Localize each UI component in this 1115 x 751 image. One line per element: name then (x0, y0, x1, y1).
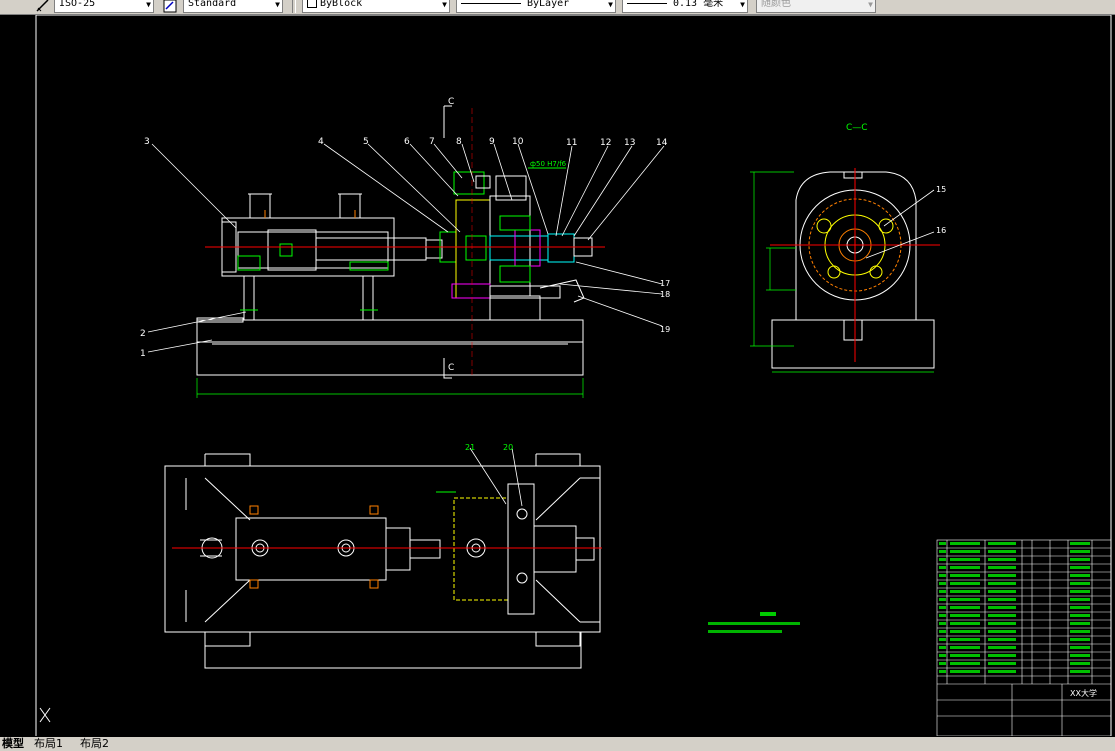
color-swatch-icon (307, 0, 317, 8)
technical-notes (708, 612, 800, 633)
balloon-2: 2 (140, 329, 146, 339)
section-slot (843, 319, 863, 341)
balloon-13: 13 (624, 138, 635, 148)
dimstyle-value: ISO-25 (59, 0, 96, 9)
dimstyle-select[interactable]: ISO-25 ▼ (54, 0, 154, 13)
top-shaft (533, 525, 577, 573)
balloon-12: 12 (600, 138, 611, 148)
balloon-19: 19 (660, 325, 670, 334)
section-marker-bottom: C (448, 363, 454, 373)
balloon-6: 6 (404, 137, 410, 147)
balloon-3: 3 (144, 137, 150, 147)
tab-model[interactable]: 模型 (2, 737, 24, 750)
drawing-canvas[interactable]: C C ф50 H7/f6 3 2 1 4 5 6 7 8 9 10 11 12… (24, 15, 1115, 736)
cylinder-inner (237, 231, 389, 269)
section-view (771, 171, 935, 369)
fit-annotation: ф50 H7/f6 (530, 160, 567, 168)
front-view (196, 171, 593, 376)
top-cylinder (235, 517, 387, 581)
chevron-down-icon: ▼ (868, 0, 873, 9)
linetype-value: ByLayer (527, 0, 570, 9)
top-bolt (475, 175, 491, 189)
top-shaft-end (575, 537, 595, 561)
base-plate (196, 319, 584, 343)
top-cap (453, 171, 485, 195)
port-left (249, 193, 271, 219)
piston-rod (315, 237, 427, 261)
parts-list (936, 539, 1112, 736)
lineweight-value: 0.13 毫米 (673, 0, 724, 9)
balloon-4: 4 (318, 137, 324, 147)
balloon-1: 1 (140, 349, 146, 359)
chevron-down-icon: ▼ (275, 0, 280, 9)
balloon-8: 8 (456, 137, 462, 147)
plotstyle-value: 随颜色 (761, 0, 791, 9)
balloon-5: 5 (363, 137, 369, 147)
base-pad-left (196, 317, 244, 323)
chevron-down-icon: ▼ (146, 0, 151, 9)
linetype-select[interactable]: ByLayer ▼ (456, 0, 616, 13)
balloon-21: 21 (465, 443, 475, 452)
bracket-base (489, 295, 541, 321)
balloon-16: 16 (936, 226, 946, 235)
ucs-icon (39, 707, 51, 723)
top-chuck (453, 497, 509, 601)
textstyle-icon[interactable] (163, 0, 177, 13)
balloon-14: 14 (656, 138, 668, 148)
balloon-15: 15 (936, 185, 946, 194)
chevron-down-icon: ▼ (740, 0, 745, 9)
chevron-down-icon: ▼ (608, 0, 613, 9)
drawing-frame (35, 15, 1112, 736)
handle-lever (539, 279, 585, 303)
nut (547, 233, 575, 263)
top-view (164, 453, 601, 669)
color-select[interactable]: ByBlock ▼ (302, 0, 450, 13)
top-rod (409, 539, 441, 559)
section-base (771, 319, 935, 369)
layout-tabs: 模型 布局1 布局2 (0, 737, 1115, 751)
color-value: ByBlock (320, 0, 363, 9)
top-rod-housing (385, 527, 411, 571)
title-block-school: XX大学 (1070, 688, 1097, 698)
balloon-18: 18 (660, 290, 670, 299)
left-gutter (0, 15, 24, 736)
balloon-11: 11 (566, 138, 577, 148)
tab-layout2[interactable]: 布局2 (80, 737, 109, 750)
support-leg-right (362, 275, 374, 321)
housing-cap (843, 171, 863, 179)
bracket (495, 175, 527, 201)
parts-list-text (939, 542, 1090, 673)
shaft (489, 235, 549, 261)
top-foot (204, 631, 582, 669)
lineweight-sample-icon (627, 2, 667, 4)
section-view-title: C—C (846, 123, 868, 133)
base-bottom (196, 342, 584, 376)
balloon-10: 10 (512, 137, 524, 147)
fixture-block (489, 195, 531, 297)
properties-toolbar: ISO-25 ▼ Standard ▼ ByBlock ▼ ByLayer ▼ … (0, 0, 1115, 15)
leader-lines (147, 143, 665, 353)
balloon-20: 20 (503, 443, 513, 452)
plotstyle-select: 随颜色 ▼ (756, 0, 876, 13)
balloon-17: 17 (660, 279, 670, 288)
dimstyle-icon[interactable] (36, 0, 50, 12)
lineweight-select[interactable]: 0.13 毫米 ▼ (622, 0, 748, 13)
balloon-7: 7 (429, 137, 435, 147)
toolbar-separator (292, 0, 296, 13)
balloon-9: 9 (489, 137, 495, 147)
linetype-sample-icon (461, 2, 521, 4)
textstyle-value: Standard (188, 0, 237, 9)
port-right (339, 193, 361, 219)
support-leg-left (243, 275, 255, 321)
tab-layout1[interactable]: 布局1 (34, 737, 63, 750)
chuck-body (455, 199, 491, 299)
chevron-down-icon: ▼ (442, 0, 447, 9)
top-block (507, 483, 535, 615)
top-base (164, 465, 601, 633)
section-marker-top: C (448, 97, 454, 107)
rod-end (425, 239, 443, 259)
textstyle-select[interactable]: Standard ▼ (183, 0, 283, 13)
